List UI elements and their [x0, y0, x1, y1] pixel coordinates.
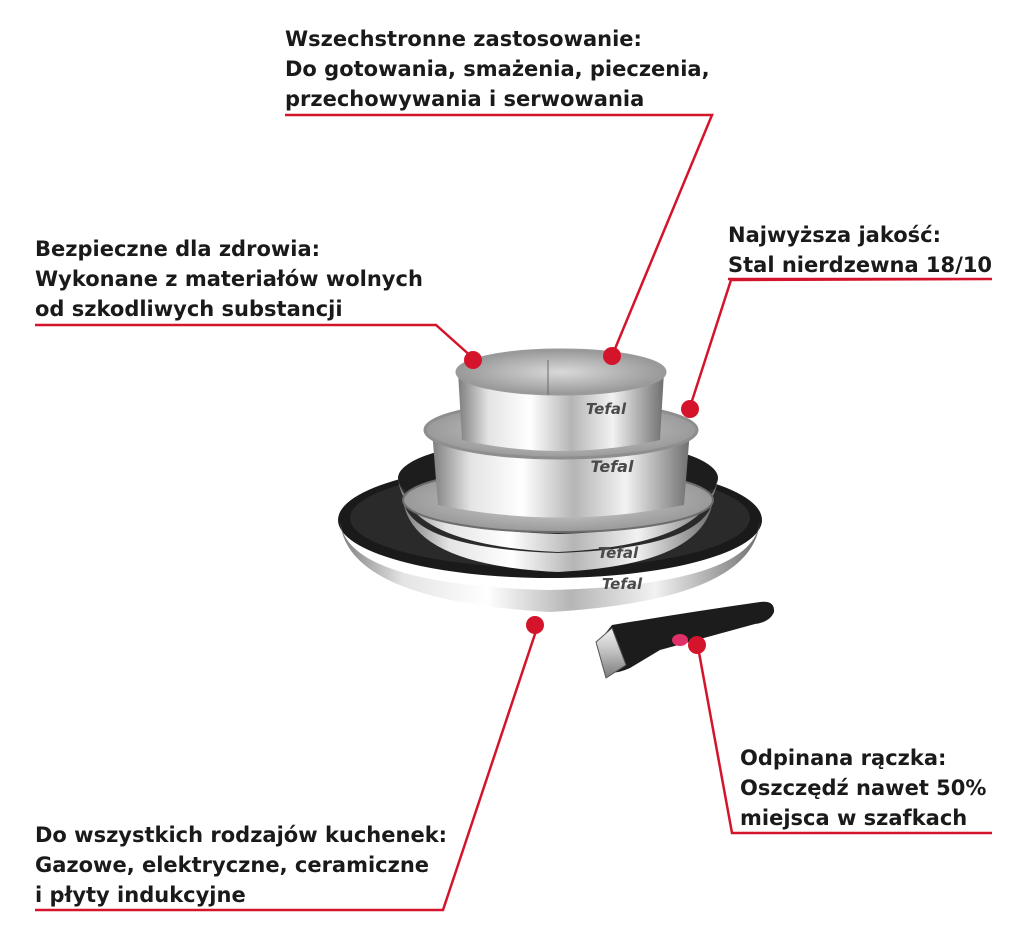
callout-health-title: Bezpieczne dla zdrowia: [35, 237, 321, 261]
callout-health-line1: Wykonane z materiałów wolnych [35, 267, 423, 291]
callout-handle: Odpinana rączka: Oszczędź nawet 50% miej… [740, 743, 986, 833]
brand-mark-2: Tefal [591, 457, 634, 476]
marker-dot-stoves [526, 616, 544, 634]
leader-line-stoves [35, 624, 540, 912]
brand-mark-4: Tefal [602, 575, 643, 593]
brand-mark-1: Tefal [586, 400, 627, 418]
callout-versatile-line1: Do gotowania, smażenia, pieczenia, [285, 57, 710, 81]
saucepan-small [455, 348, 667, 451]
leader-line-quality [688, 277, 993, 408]
leader-line-handle [696, 646, 992, 835]
marker-dot-versatile [603, 347, 621, 365]
callout-quality: Najwyższa jakość: Stal nierdzewna 18/10 [728, 220, 992, 280]
callout-quality-title: Najwyższa jakość: [728, 223, 942, 247]
callout-versatile: Wszechstronne zastosowanie: Do gotowania… [285, 24, 710, 114]
marker-dot-quality [681, 400, 699, 418]
callout-versatile-title: Wszechstronne zastosowanie: [285, 27, 642, 51]
callout-stoves-title: Do wszystkich rodzajów kuchenek: [35, 823, 448, 847]
callout-stoves-line1: Gazowe, elektryczne, ceramiczne [35, 853, 430, 877]
callout-health: Bezpieczne dla zdrowia: Wykonane z mater… [35, 234, 423, 324]
brand-mark-3: Tefal [598, 544, 639, 562]
callout-handle-line1: Oszczędź nawet 50% [740, 776, 987, 800]
marker-dot-handle [688, 636, 706, 654]
leader-line-health [35, 323, 474, 359]
callout-quality-line1: Stal nierdzewna 18/10 [728, 253, 993, 277]
callout-health-line2: od szkodliwych substancji [35, 297, 343, 321]
callout-handle-title: Odpinana rączka: [740, 746, 947, 770]
callout-handle-line2: miejsca w szafkach [740, 806, 968, 830]
marker-dot-health [464, 351, 482, 369]
detachable-handle-icon [595, 601, 775, 679]
leader-line-versatile [285, 113, 714, 357]
callout-stoves-line2: i płyty indukcyjne [35, 883, 246, 907]
callout-versatile-line2: przechowywania i serwowania [285, 87, 645, 111]
callout-stoves: Do wszystkich rodzajów kuchenek: Gazowe,… [35, 820, 447, 910]
